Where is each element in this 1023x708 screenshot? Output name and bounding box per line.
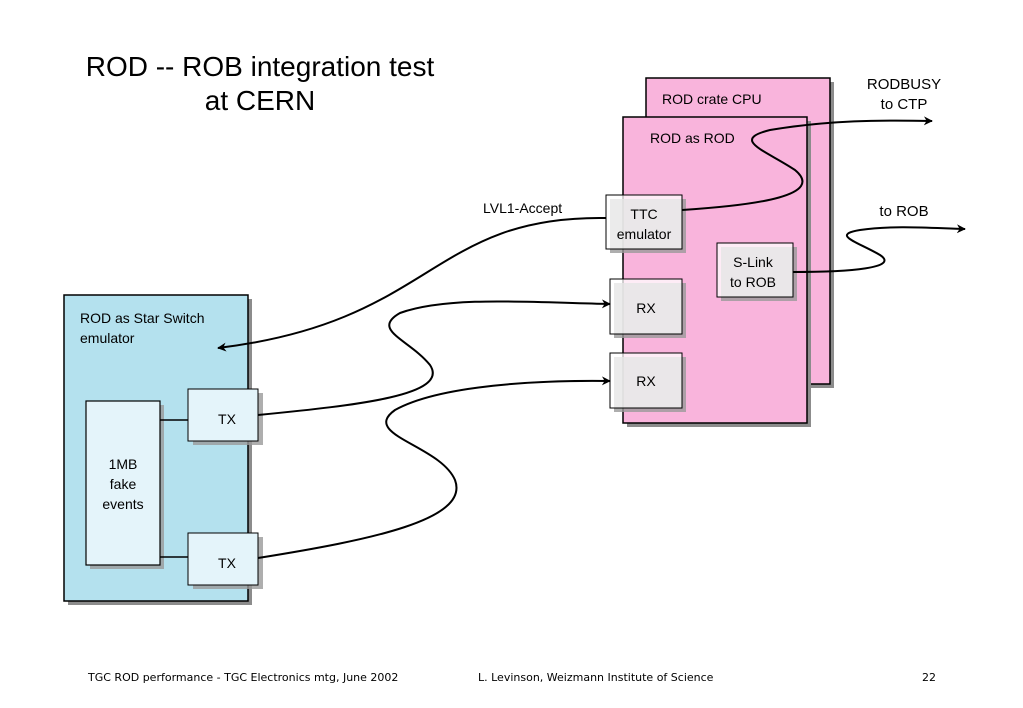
fake-events-line-2: fake xyxy=(110,476,137,492)
tx-top-label: TX xyxy=(218,411,237,427)
fake-events-box: 1MB fake events xyxy=(85,400,164,569)
star-switch-label-line-1: ROD as Star Switch xyxy=(80,310,204,326)
slink-label-line-1: S-Link xyxy=(733,254,774,270)
rodbusy-label-line-1: RODBUSY xyxy=(867,76,941,93)
tx-bottom-to-rx-bottom-arrow xyxy=(257,376,611,559)
tx-bottom-label: TX xyxy=(218,555,237,571)
footer-center: L. Levinson, Weizmann Institute of Scien… xyxy=(478,671,714,684)
rx-top-label: RX xyxy=(636,300,656,316)
title-line-2: at CERN xyxy=(204,85,316,116)
fake-events-line-1: 1MB xyxy=(109,456,138,472)
rod-as-rod-label: ROD as ROD xyxy=(650,130,735,146)
lvl1-accept-arrow xyxy=(217,216,607,352)
to-rob-arrow xyxy=(792,224,966,273)
ttc-emulator-box: TTC emulator xyxy=(605,194,686,253)
rodbusy-arrow xyxy=(681,116,933,211)
title-line-1: ROD -- ROB integration test xyxy=(85,51,435,82)
rodbusy-label-line-2: to CTP xyxy=(881,96,928,113)
rx-bottom-label: RX xyxy=(636,373,656,389)
star-switch-label-line-2: emulator xyxy=(80,330,135,346)
to-rob-label: to ROB xyxy=(879,203,928,220)
page-number: 22 xyxy=(922,671,936,684)
lvl1-accept-label: LVL1-Accept xyxy=(483,200,562,216)
slink-label-line-2: to ROB xyxy=(730,274,776,290)
rx-top-box: RX xyxy=(609,278,686,338)
slink-box: S-Link to ROB xyxy=(716,242,797,301)
footer-left: TGC ROD performance - TGC Electronics mt… xyxy=(88,671,399,684)
ttc-label-line-1: TTC xyxy=(630,206,657,222)
rod-crate-cpu-label: ROD crate CPU xyxy=(662,91,762,107)
ttc-label-line-2: emulator xyxy=(617,226,672,242)
tx-bottom-box: TX xyxy=(187,532,263,589)
rx-bottom-box: RX xyxy=(609,352,686,412)
tx-top-to-rx-top-arrow xyxy=(257,299,611,416)
tx-top-box: TX xyxy=(187,388,263,445)
slide-title: ROD -- ROB integration test at CERN xyxy=(60,50,460,118)
fake-events-line-3: events xyxy=(102,496,143,512)
